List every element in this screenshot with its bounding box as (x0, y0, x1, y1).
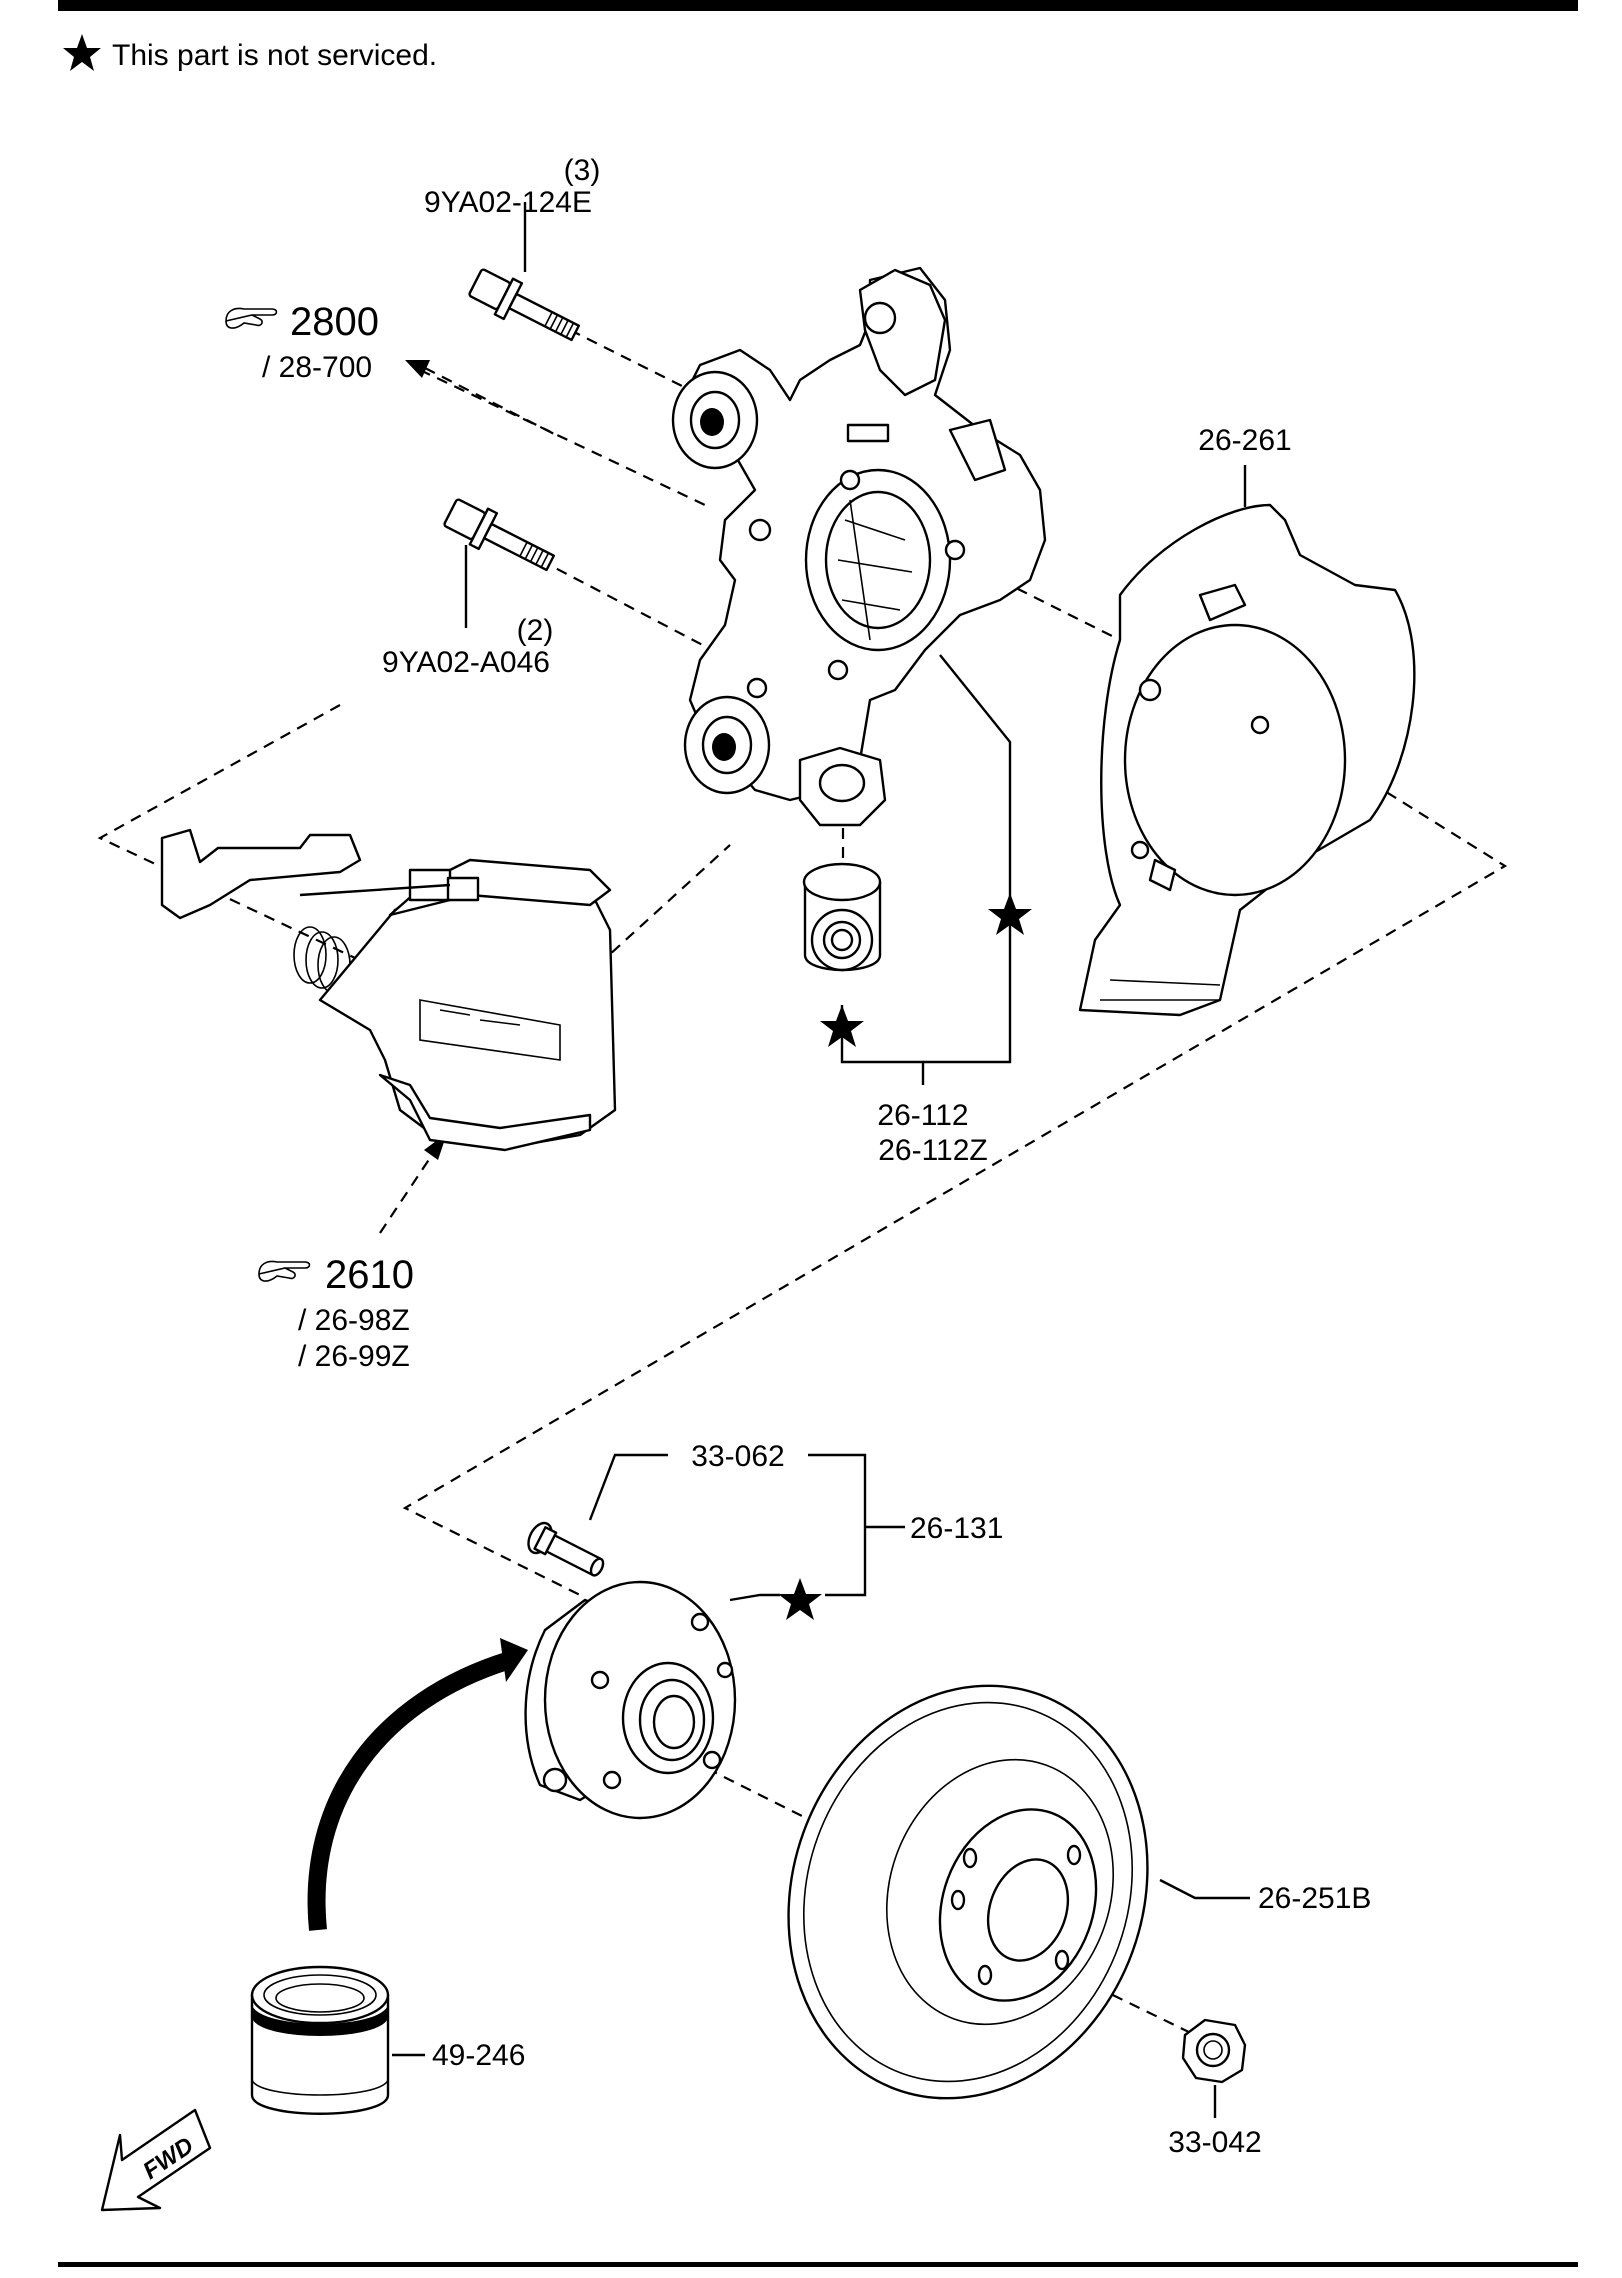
bushing-label-1: 26-112 (877, 1099, 968, 1132)
bottom-rule (58, 2262, 1578, 2267)
star-icon (778, 1578, 822, 1620)
ref-2610: 2610 / 26-98Z / 26-99Z (258, 1253, 414, 1373)
ref-2610-sub1: / 26-98Z (298, 1304, 410, 1337)
bolt-lower: (2) 9YA02-A046 (382, 498, 556, 679)
ref-2610-sub2: / 26-99Z (298, 1340, 410, 1373)
ref-2610-number: 2610 (325, 1253, 414, 1297)
bolt-lower-label: 9YA02-A046 (382, 646, 550, 679)
arrow-2800 (405, 360, 561, 438)
grease-can: 49-246 (250, 1965, 525, 2115)
bolt-upper-label: 9YA02-124E (424, 186, 592, 219)
dust-shield-label: 26-261 (1198, 424, 1291, 457)
disc-label: 26-251B (1258, 1882, 1371, 1915)
hub-bolt: 33-062 (527, 1440, 867, 1597)
star-icon (820, 1005, 864, 1047)
bushing-leaders: 26-112 26-112Z (820, 654, 1032, 1167)
nut-label: 33-042 (1168, 2126, 1261, 2159)
star-icon (988, 893, 1032, 935)
apply-arrow (307, 1638, 528, 1931)
bolt-upper-qty: (3) (564, 154, 601, 187)
ref-2800-sub: / 28-700 (262, 351, 372, 384)
ref-2800-number: 2800 (290, 300, 379, 344)
fwd-arrow: FWD (100, 2108, 212, 2212)
ref-2800: 2800 / 28-700 (225, 300, 379, 384)
grease-label: 49-246 (432, 2039, 525, 2072)
pointing-hand-icon (225, 307, 278, 329)
hub-bolt-label: 33-062 (691, 1440, 784, 1473)
brake-disc: 26-251B (787, 1684, 1371, 2100)
pointing-hand-icon (258, 1260, 311, 1282)
wheel-hub (524, 1580, 737, 1820)
legend-note: This part is not serviced. (63, 34, 437, 72)
brake-caliper (160, 828, 617, 1152)
bolt-lower-qty: (2) (517, 614, 554, 647)
legend-note-text: This part is not serviced. (112, 39, 437, 72)
bolt-upper: (3) 9YA02-124E (424, 154, 601, 342)
star-icon (63, 34, 101, 71)
steering-knuckle (671, 266, 1047, 827)
bushing (802, 862, 882, 972)
hub-assy-leaders: 26-131 (729, 1512, 1003, 1620)
dust-shield: 26-261 (1078, 424, 1416, 1017)
hub-nut: 33-042 (1168, 2018, 1262, 2159)
top-rule (58, 0, 1578, 11)
bushing-label-2: 26-112Z (878, 1134, 988, 1167)
hub-assy-label: 26-131 (910, 1512, 1003, 1545)
